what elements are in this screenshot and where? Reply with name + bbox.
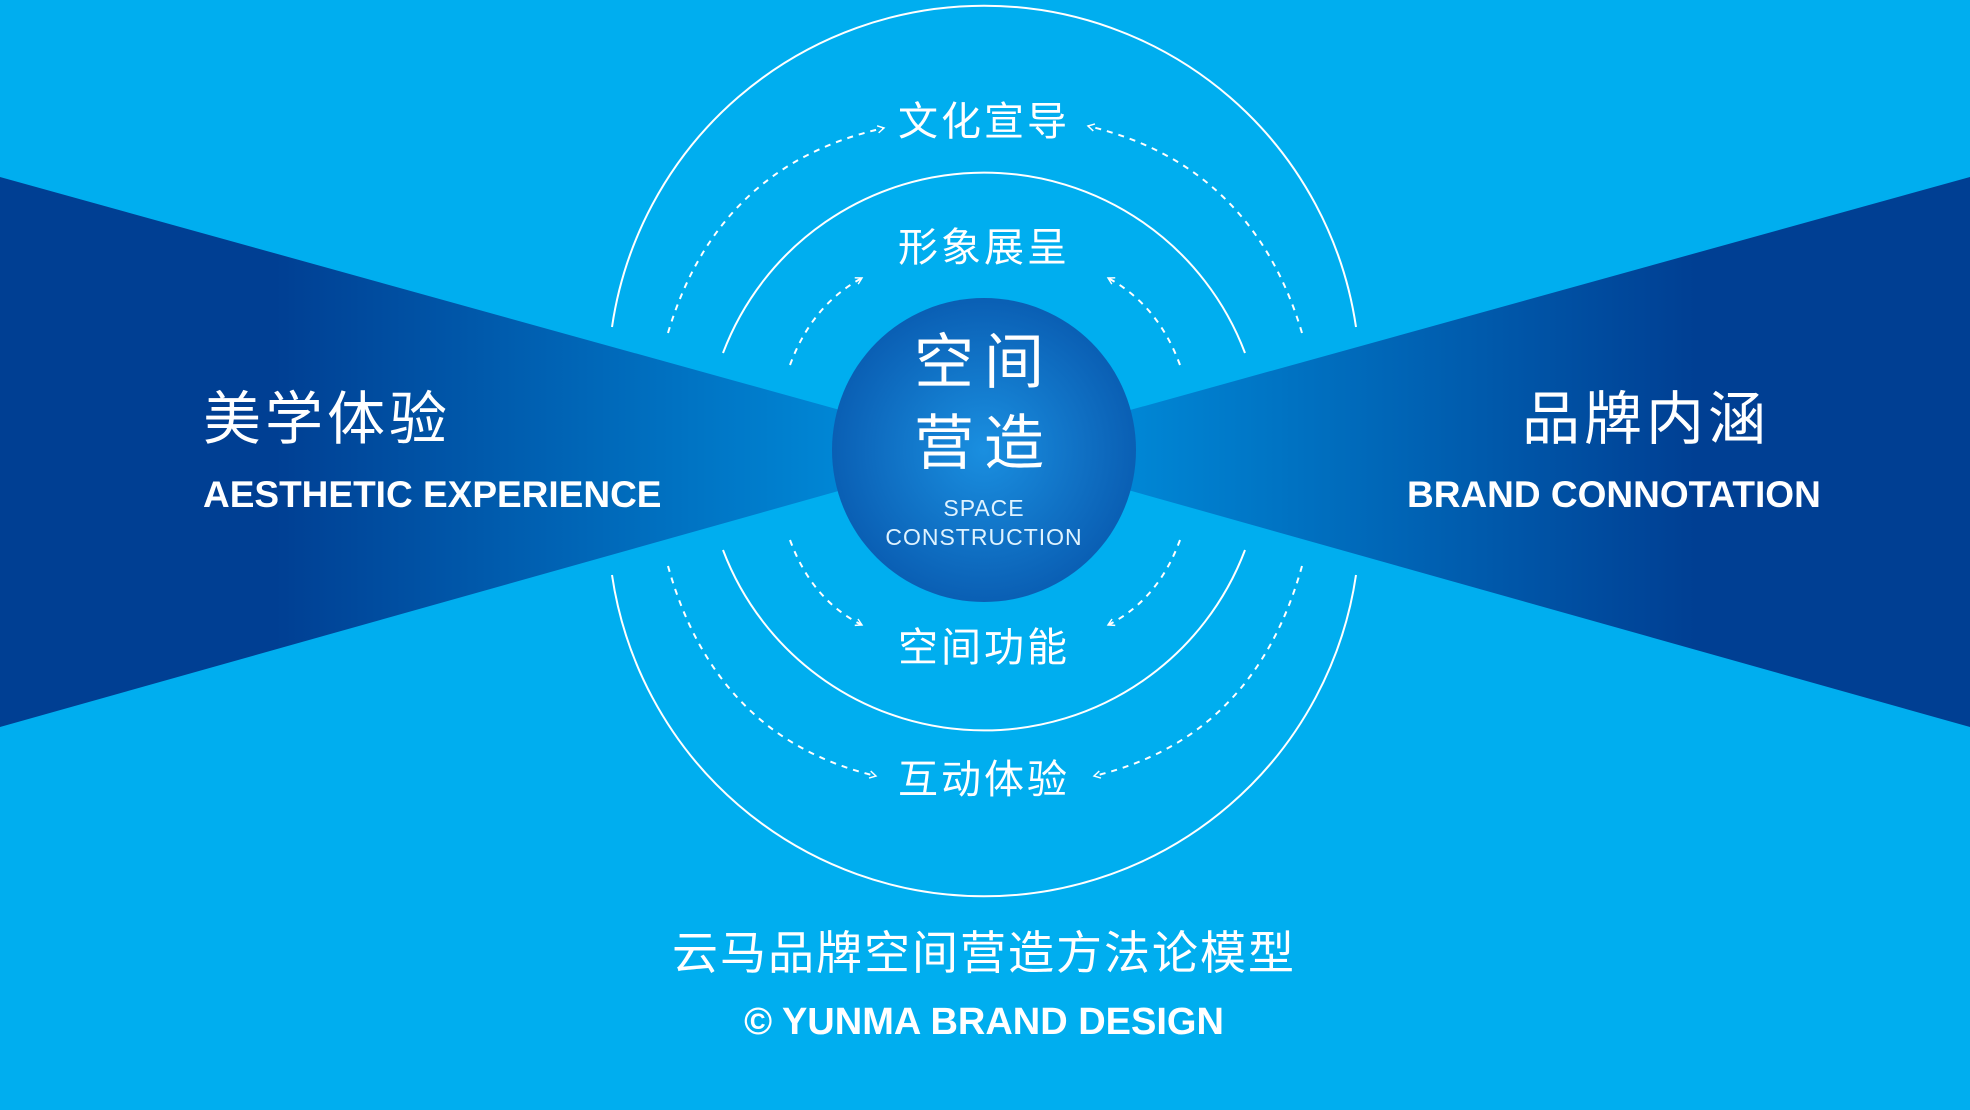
outer-ring-lower-arc [611, 574, 1357, 898]
arrow-outer-top-left [667, 125, 886, 334]
arrow-inner-top-left [789, 277, 864, 366]
label-image-display: 形象展呈 [898, 225, 1070, 271]
center-subtitle-line2: CONSTRUCTION [885, 524, 1083, 550]
inner-ring-upper-arc [722, 171, 1246, 354]
left-wing [0, 177, 984, 727]
label-space-function: 空间功能 [898, 625, 1070, 671]
arrow-inner-bottom-right [1106, 539, 1181, 627]
right-title-en: BRAND CONNOTATION [1407, 474, 1821, 515]
arrow-inner-top-right [1106, 277, 1181, 366]
arrow-outer-top-right [1086, 123, 1303, 334]
left-title-en: AESTHETIC EXPERIENCE [203, 474, 662, 515]
inner-ring-lower-arc [722, 549, 1246, 732]
footer-copyright: © YUNMA BRAND DESIGN [744, 1001, 1224, 1043]
center-title-line2: 营造 [914, 409, 1054, 479]
center-circle [832, 298, 1136, 602]
right-wing [986, 177, 1970, 727]
outer-ring-upper-arc [611, 4, 1357, 328]
center-subtitle-line1: SPACE [943, 495, 1025, 521]
label-culture-promotion: 文化宣导 [898, 99, 1070, 145]
right-title-cn: 品牌内涵 [1522, 385, 1771, 453]
center-title-line1: 空间 [914, 328, 1054, 398]
footer-title: 云马品牌空间营造方法论模型 [672, 926, 1296, 980]
arrow-inner-bottom-left [789, 539, 864, 627]
arrow-outer-bottom-right [1092, 565, 1303, 779]
left-title-cn: 美学体验 [203, 385, 452, 453]
arrow-outer-bottom-left [667, 565, 878, 779]
label-interactive-experience: 互动体验 [898, 757, 1070, 803]
